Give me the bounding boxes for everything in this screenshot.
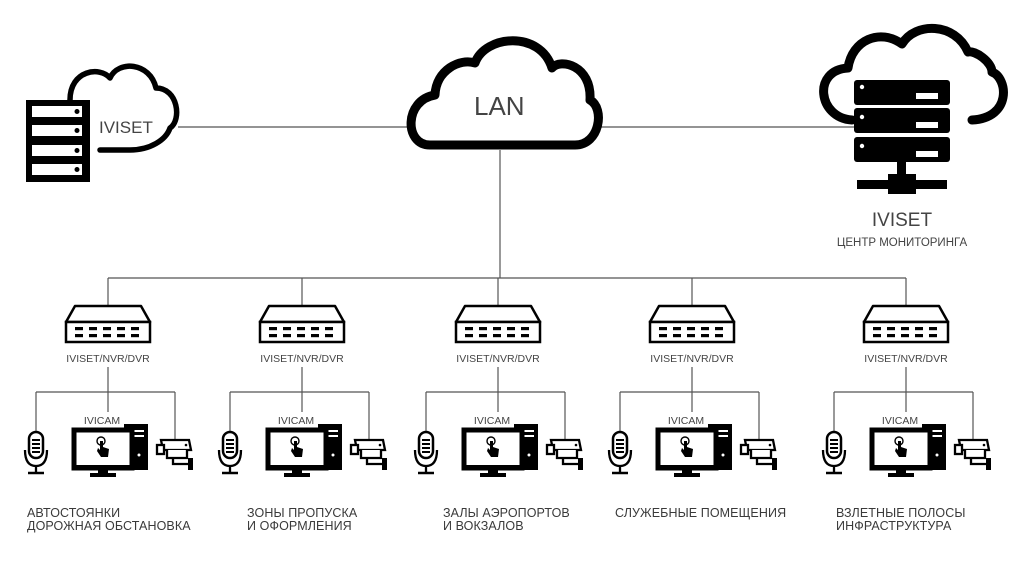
microphone-icon bbox=[607, 430, 633, 475]
left-node-label: IVISET bbox=[99, 118, 153, 137]
cloud-icon bbox=[406, 36, 603, 150]
client-label: IVICAM bbox=[278, 415, 314, 427]
client-label: IVICAM bbox=[474, 415, 510, 427]
security-camera-icon bbox=[545, 438, 583, 470]
switch-label: IVISET/NVR/DVR bbox=[260, 353, 344, 365]
computer-icon bbox=[71, 424, 148, 477]
caption-line: ЗОНЫ ПРОПУСКА bbox=[247, 506, 358, 520]
branch-caption: СЛУЖЕБНЫЕ ПОМЕЩЕНИЯ bbox=[615, 507, 786, 520]
microphone-icon bbox=[821, 430, 847, 475]
client-label: IVICAM bbox=[668, 415, 704, 427]
security-camera-icon bbox=[349, 438, 387, 470]
client-label: IVICAM bbox=[882, 415, 918, 427]
branch: IVISET/NVR/DVR IVICAM bbox=[821, 278, 991, 477]
switch-icon bbox=[648, 304, 736, 344]
switch-label: IVISET/NVR/DVR bbox=[650, 353, 734, 365]
switch-icon bbox=[454, 304, 542, 344]
caption-line: И ВОКЗАЛОВ bbox=[443, 519, 524, 533]
computer-icon bbox=[655, 424, 732, 477]
computer-icon bbox=[265, 424, 342, 477]
left-node: IVISET bbox=[26, 63, 180, 182]
caption-line: ЗАЛЫ АЭРОПОРТОВ bbox=[443, 506, 570, 520]
computer-icon bbox=[869, 424, 946, 477]
caption-line: ВЗЛЕТНЫЕ ПОЛОСЫ bbox=[836, 506, 966, 520]
right-node-subtitle: ЦЕНТР МОНИТОРИНГА bbox=[837, 237, 968, 249]
switch-label: IVISET/NVR/DVR bbox=[456, 353, 540, 365]
microphone-icon bbox=[23, 430, 49, 475]
caption-line: СЛУЖЕБНЫЕ ПОМЕЩЕНИЯ bbox=[615, 506, 787, 520]
caption-line: ДОРОЖНАЯ ОБСТАНОВКА bbox=[27, 519, 191, 533]
center-node-label: LAN bbox=[474, 91, 525, 121]
caption-line: АВТОСТОЯНКИ bbox=[27, 506, 121, 520]
branches: IVISET/NVR/DVR IVICAM IVISET/NVR/DVR IVICAM… bbox=[23, 278, 991, 477]
branch: IVISET/NVR/DVR IVICAM bbox=[413, 278, 583, 477]
computer-icon bbox=[461, 424, 538, 477]
server-cloud-network-icon bbox=[819, 24, 1008, 194]
caption-line: ИНФРАСТРУКТУРА bbox=[836, 519, 952, 533]
branch: IVISET/NVR/DVR IVICAM bbox=[217, 278, 387, 477]
switch-label: IVISET/NVR/DVR bbox=[66, 353, 150, 365]
server-cloud-icon bbox=[26, 63, 180, 182]
switch-icon bbox=[862, 304, 950, 344]
switch-icon bbox=[64, 304, 152, 344]
switch-label: IVISET/NVR/DVR bbox=[864, 353, 948, 365]
client-label: IVICAM bbox=[84, 415, 120, 427]
right-node-title: IVISET bbox=[872, 210, 933, 231]
microphone-icon bbox=[217, 430, 243, 475]
microphone-icon bbox=[413, 430, 439, 475]
center-node: LAN bbox=[406, 36, 603, 150]
security-camera-icon bbox=[155, 438, 193, 470]
branch: IVISET/NVR/DVR IVICAM bbox=[607, 278, 777, 477]
right-node: IVISET ЦЕНТР МОНИТОРИНГА bbox=[819, 24, 1008, 249]
branch: IVISET/NVR/DVR IVICAM bbox=[23, 278, 193, 477]
switch-icon bbox=[258, 304, 346, 344]
security-camera-icon bbox=[953, 438, 991, 470]
security-camera-icon bbox=[739, 438, 777, 470]
caption-line: И ОФОРМЛЕНИЯ bbox=[247, 519, 352, 533]
